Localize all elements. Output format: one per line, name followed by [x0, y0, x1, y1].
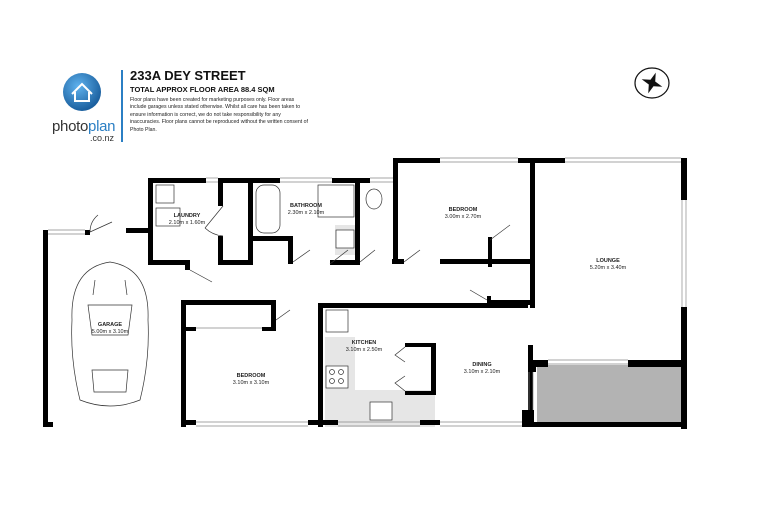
floor-area-subtitle: TOTAL APPROX FLOOR AREA 88.4 SQM: [130, 85, 275, 94]
header-divider: [121, 70, 123, 142]
brand-name: photoplan: [52, 118, 116, 135]
page-title: 233A DEY STREET: [130, 68, 246, 83]
photoplan-logo-icon: [63, 73, 101, 111]
car-icon: [71, 261, 149, 407]
deck-area: [537, 365, 684, 427]
disclaimer-text: Floor plans have been created for market…: [130, 97, 308, 133]
compass-icon: [634, 67, 670, 99]
brand-domain: .co.nz: [90, 133, 115, 143]
